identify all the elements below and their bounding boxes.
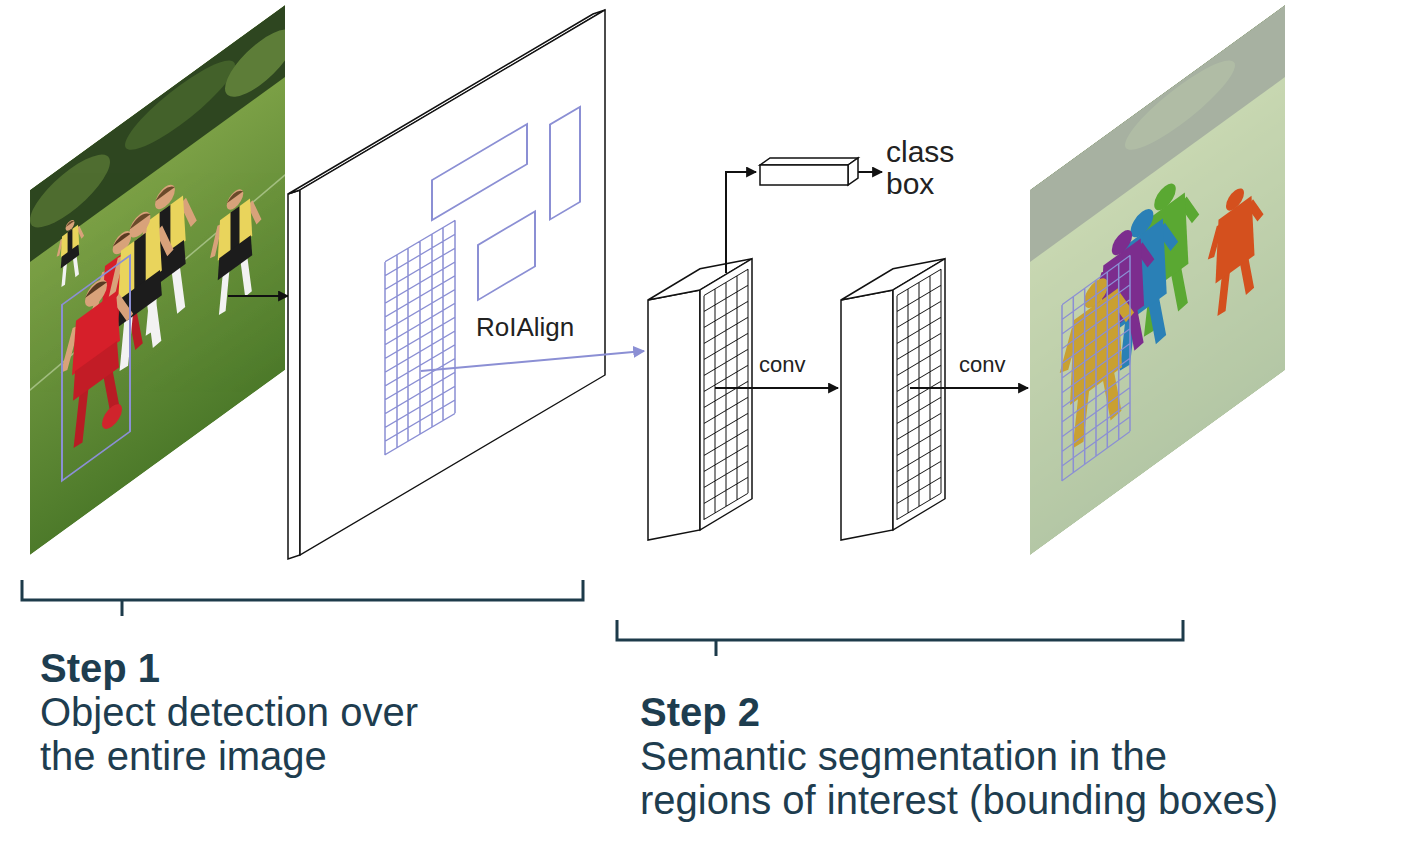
mask-silhouette bbox=[1211, 172, 1261, 321]
label-slot: conv bbox=[957, 352, 1007, 378]
roi-feature-block bbox=[648, 259, 752, 540]
step-bracket bbox=[617, 620, 1183, 656]
feature-map-slab bbox=[288, 10, 605, 559]
operation-label: conv bbox=[757, 352, 807, 378]
tree-canopy bbox=[225, 16, 285, 111]
slab-side bbox=[288, 190, 300, 559]
label-slot: box bbox=[886, 168, 934, 200]
roi-grid bbox=[385, 221, 455, 455]
step-heading: Step 2 bbox=[640, 690, 760, 734]
player-figure bbox=[213, 174, 260, 320]
block-face bbox=[700, 259, 752, 530]
proposal-box bbox=[478, 211, 535, 300]
block-grid bbox=[704, 269, 748, 519]
block-side bbox=[841, 290, 893, 540]
output-photo bbox=[1030, 5, 1285, 555]
label-slot: Semantic segmentation in the regions of … bbox=[640, 734, 1290, 822]
fc-head-box bbox=[760, 158, 858, 185]
mask-feature-block bbox=[841, 259, 945, 540]
player-figure bbox=[58, 212, 83, 290]
input-photo bbox=[30, 0, 295, 555]
proposal-box bbox=[432, 124, 527, 220]
player-figure bbox=[64, 257, 130, 455]
flow-arrow bbox=[228, 295, 288, 297]
operation-label: conv bbox=[957, 352, 1007, 378]
block-face bbox=[893, 259, 945, 530]
mask-grid bbox=[1062, 255, 1130, 480]
head-box-front bbox=[760, 165, 848, 185]
grass-field bbox=[1030, 5, 1285, 555]
label-slot: Step 1 bbox=[40, 646, 160, 690]
tree-canopy bbox=[125, 45, 235, 165]
operation-label: RoIAlign bbox=[476, 312, 574, 342]
bounding-box bbox=[62, 255, 130, 480]
head-arrow bbox=[858, 171, 882, 173]
label-slot: Step 2 bbox=[640, 690, 760, 734]
roialign-arrow bbox=[421, 351, 644, 371]
block-grid bbox=[897, 269, 941, 519]
output-label: class bbox=[886, 136, 954, 168]
head-box-top bbox=[760, 158, 858, 165]
block-side bbox=[648, 290, 700, 540]
label-slot: Object detection over the entire image bbox=[40, 690, 450, 778]
head-box-side bbox=[848, 158, 858, 185]
conv-arrow bbox=[715, 387, 838, 389]
proposal-box bbox=[550, 107, 580, 220]
label-slot: conv bbox=[757, 352, 807, 378]
slab-face bbox=[300, 10, 605, 555]
label-slot: RoIAlign bbox=[476, 312, 574, 342]
conv-arrow bbox=[910, 387, 1028, 389]
step-bracket bbox=[22, 580, 583, 616]
player-figure bbox=[112, 192, 171, 377]
head-arrow bbox=[726, 172, 756, 273]
label-slot: class bbox=[886, 136, 954, 168]
step-heading: Step 1 bbox=[40, 646, 160, 690]
fade-overlay bbox=[1030, 5, 1285, 555]
ball bbox=[102, 399, 122, 434]
step-description: Object detection over the entire image bbox=[40, 690, 450, 778]
step-description: Semantic segmentation in the regions of … bbox=[640, 734, 1290, 822]
output-label: box bbox=[886, 168, 934, 200]
